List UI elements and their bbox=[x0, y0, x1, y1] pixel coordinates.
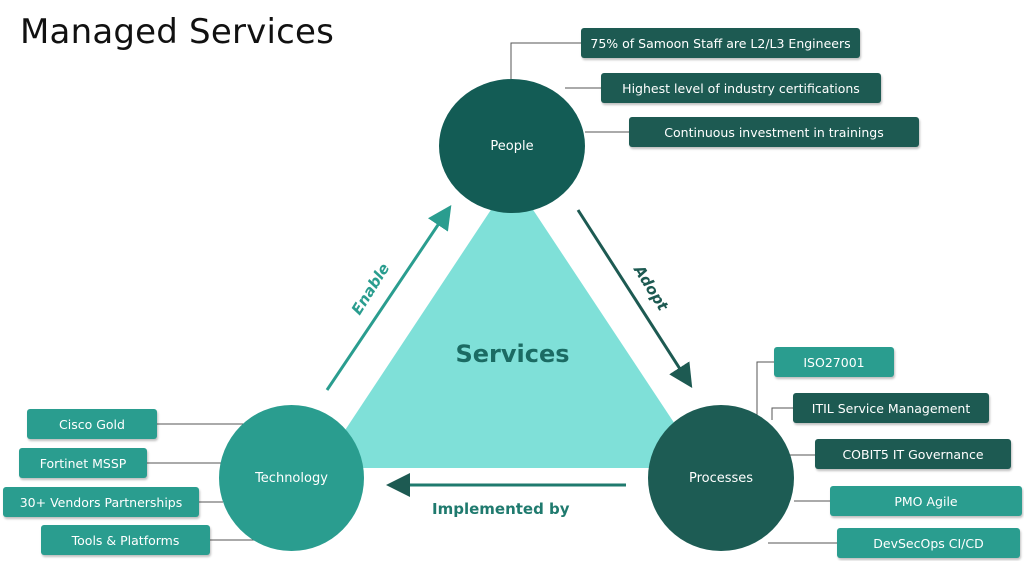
technology-item: Fortinet MSSP bbox=[19, 448, 147, 478]
people-node: People bbox=[439, 79, 585, 213]
processes-node: Processes bbox=[648, 405, 794, 551]
processes-connectors bbox=[756, 361, 837, 544]
services-triangle bbox=[320, 178, 704, 468]
technology-item: Tools & Platforms bbox=[41, 525, 210, 555]
people-item: Highest level of industry certifications bbox=[601, 73, 881, 103]
processes-item: PMO Agile bbox=[830, 486, 1022, 516]
people-node-label: People bbox=[490, 138, 534, 154]
processes-item: COBIT5 IT Governance bbox=[815, 439, 1011, 469]
technology-node: Technology bbox=[219, 405, 364, 551]
enable-arrow bbox=[325, 205, 452, 391]
processes-item: ITIL Service Management bbox=[793, 393, 989, 423]
services-label: Services bbox=[455, 340, 570, 368]
people-item: 75% of Samoon Staff are L2/L3 Engineers bbox=[581, 28, 860, 58]
implemented-by-label: Implemented by bbox=[432, 500, 570, 518]
technology-node-label: Technology bbox=[255, 470, 328, 486]
technology-item: 30+ Vendors Partnerships bbox=[3, 487, 199, 517]
people-connectors bbox=[510, 42, 629, 133]
technology-item: Cisco Gold bbox=[27, 409, 157, 439]
adopt-arrow bbox=[576, 209, 693, 389]
people-item: Continuous investment in trainings bbox=[629, 117, 919, 147]
processes-node-label: Processes bbox=[688, 470, 754, 486]
processes-item: DevSecOps CI/CD bbox=[837, 528, 1020, 558]
page-title: Managed Services bbox=[20, 12, 335, 52]
processes-item: ISO27001 bbox=[774, 347, 894, 377]
